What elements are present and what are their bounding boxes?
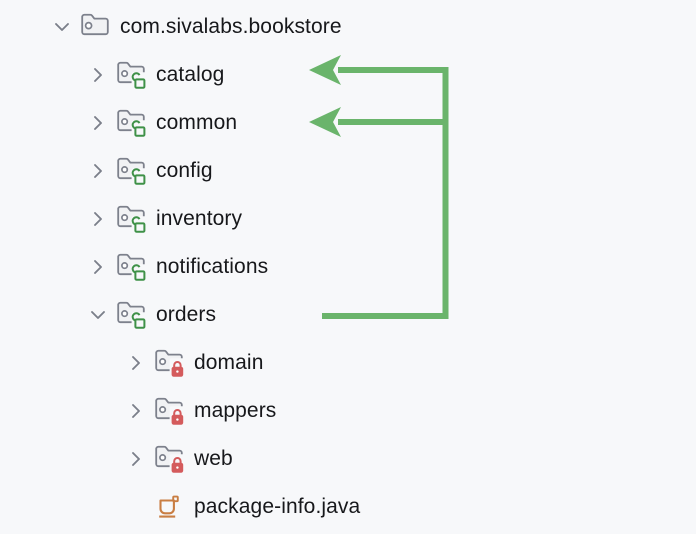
tree-row-common[interactable]: common xyxy=(0,99,696,147)
chevron-down-icon[interactable] xyxy=(50,15,74,39)
tree-item-label[interactable]: domain xyxy=(194,351,264,374)
chevron-right-icon[interactable] xyxy=(124,399,148,423)
chevron-right-icon[interactable] xyxy=(124,447,148,471)
chevron-spacer xyxy=(124,495,148,519)
tree-item-label[interactable]: com.sivalabs.bookstore xyxy=(120,15,342,38)
tree-item-label[interactable]: common xyxy=(156,111,238,134)
tree-item-label[interactable]: mappers xyxy=(194,399,277,422)
tree-row-inventory[interactable]: inventory xyxy=(0,195,696,243)
tree-row-notifications[interactable]: notifications xyxy=(0,243,696,291)
chevron-right-icon[interactable] xyxy=(86,111,110,135)
package-locked-icon xyxy=(152,442,186,476)
tree-item-label[interactable]: catalog xyxy=(156,63,225,86)
chevron-right-icon[interactable] xyxy=(86,159,110,183)
package-unlocked-icon xyxy=(114,298,148,332)
package-locked-icon xyxy=(152,346,186,380)
java-file-icon xyxy=(152,490,186,524)
tree-row-catalog[interactable]: catalog xyxy=(0,51,696,99)
package-icon xyxy=(78,10,112,44)
tree-row-domain[interactable]: domain xyxy=(0,339,696,387)
chevron-right-icon[interactable] xyxy=(124,351,148,375)
tree-row-web[interactable]: web xyxy=(0,435,696,483)
package-unlocked-icon xyxy=(114,154,148,188)
tree-item-label[interactable]: orders xyxy=(156,303,217,326)
tree-row-com-sivalabs-bookstore[interactable]: com.sivalabs.bookstore xyxy=(0,3,696,51)
tree-item-label[interactable]: notifications xyxy=(156,255,269,278)
package-unlocked-icon xyxy=(114,106,148,140)
chevron-right-icon[interactable] xyxy=(86,255,110,279)
tree-item-label[interactable]: inventory xyxy=(156,207,243,230)
tree-row-config[interactable]: config xyxy=(0,147,696,195)
tree-row-package-info-java[interactable]: package-info.java xyxy=(0,483,696,531)
tree-item-label[interactable]: config xyxy=(156,159,213,182)
project-tree: com.sivalabs.bookstore catalog common confi… xyxy=(0,3,696,531)
package-unlocked-icon xyxy=(114,250,148,284)
tree-row-orders[interactable]: orders xyxy=(0,291,696,339)
tree-item-label[interactable]: web xyxy=(194,447,233,470)
chevron-right-icon[interactable] xyxy=(86,207,110,231)
chevron-down-icon[interactable] xyxy=(86,303,110,327)
chevron-right-icon[interactable] xyxy=(86,63,110,87)
tree-item-label[interactable]: package-info.java xyxy=(194,495,361,518)
tree-row-mappers[interactable]: mappers xyxy=(0,387,696,435)
package-unlocked-icon xyxy=(114,58,148,92)
package-unlocked-icon xyxy=(114,202,148,236)
package-locked-icon xyxy=(152,394,186,428)
